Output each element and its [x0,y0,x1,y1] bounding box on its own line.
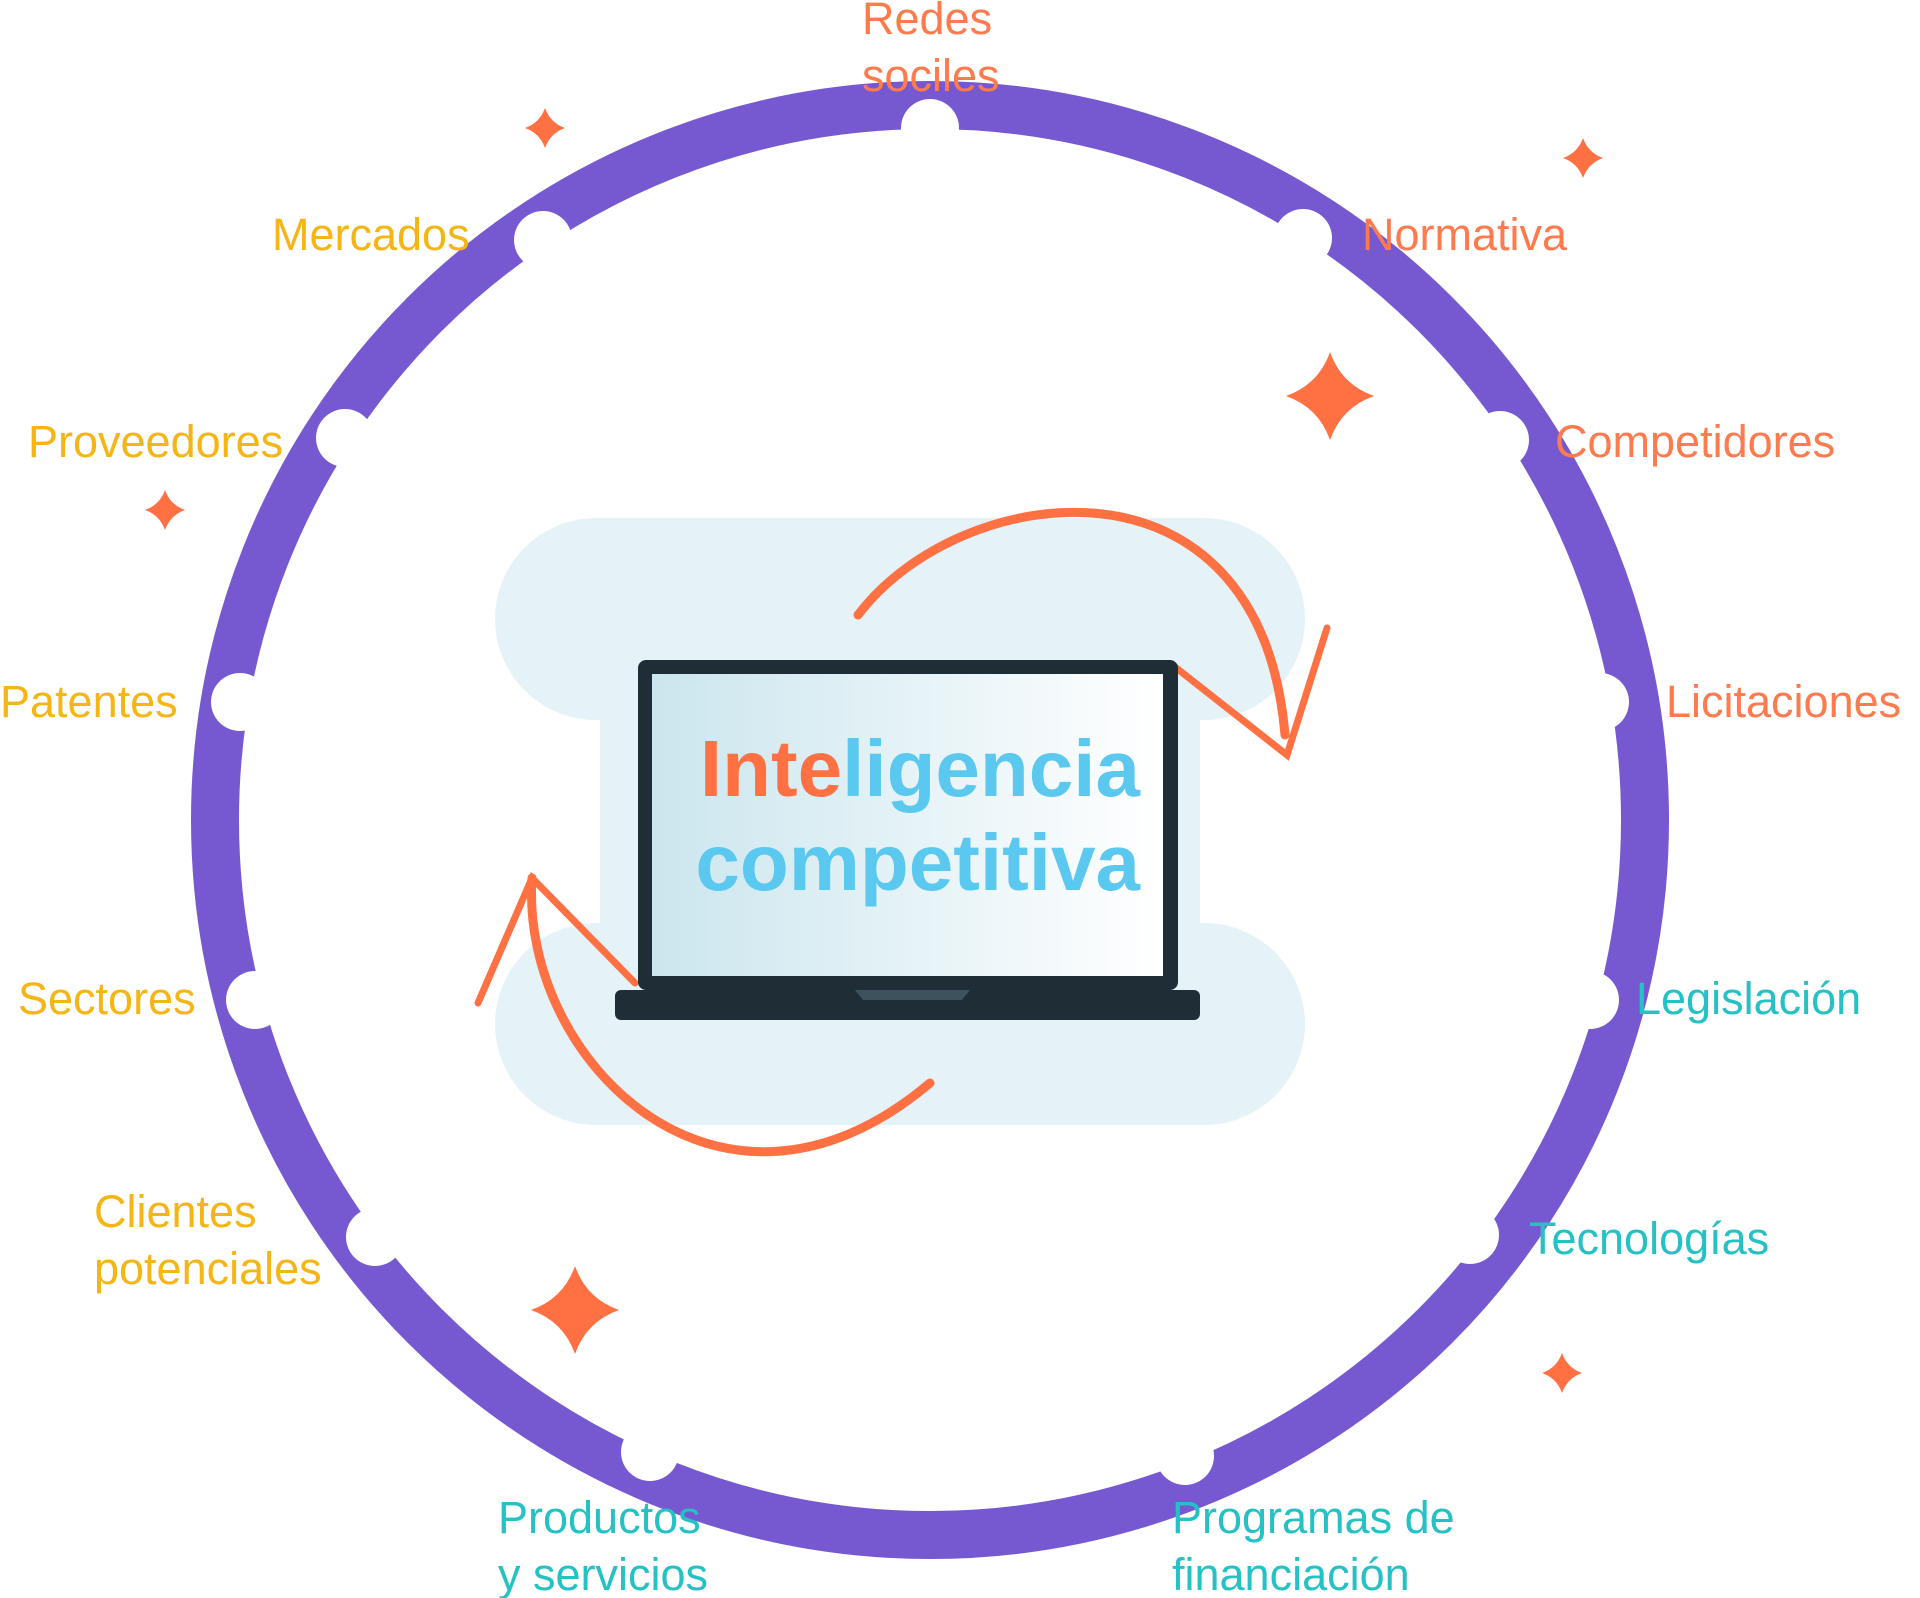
sparkle-icon [145,108,1603,1393]
ring-node-mercados [514,211,572,269]
label-proveedores: Proveedores [28,416,284,467]
label-legislacion: Legislación [1636,973,1862,1024]
label-programas-financiacion: Programas de financiación [1172,1492,1455,1598]
laptop-icon [615,660,1200,1020]
sparkle-icon-2 [1563,138,1603,178]
ring-node-group [211,99,1629,1485]
page-title: Inteligencia competitiva [650,722,1140,910]
arrowhead-top [1171,624,1331,761]
label-redes-sociales: Redes sociles [862,0,1000,101]
ring-node-redes-sociales [901,99,959,157]
label-sectores: Sectores [18,973,196,1024]
cycle-arrow-icon [474,507,1331,1157]
ring-node-clientes [346,1208,404,1266]
cycle-arrow-top [853,507,1290,740]
title-orange-part: Inte [699,724,843,813]
laptop-screen [652,674,1163,976]
ring-node-normativa [1274,209,1332,267]
ring-node-tecnologias [1441,1206,1499,1264]
label-mercados: Mercados [272,209,470,260]
label-tecnologias: Tecnologías [1529,1213,1770,1264]
label-productos-servicios: Productos y servicios [498,1492,709,1598]
title-line-2: competitiva [695,818,1140,907]
laptop-notch [855,990,970,1000]
label-licitaciones: Licitaciones [1666,676,1902,727]
ring-node-sectores [226,971,284,1029]
cycle-arrow-bottom [527,873,935,1157]
ring-node-legislacion [1561,971,1619,1029]
label-normativa: Normativa [1362,209,1568,260]
title-blue-part: ligencia [842,724,1140,813]
ring-node-competidores [1471,411,1529,469]
laptop-base [615,990,1200,1020]
arrowhead-bottom [474,871,639,1007]
sparkle-icon-5 [531,1266,619,1354]
sparkle-icon-4 [145,490,185,530]
sparkle-icon-3 [1286,352,1374,440]
ring-node-productos [621,1423,679,1481]
label-patentes: Patentes [0,676,178,727]
title-line-1: Inteligencia [650,722,1140,816]
ring-node-programas [1156,1427,1214,1485]
ring-node-licitaciones [1571,673,1629,731]
sparkle-icon-6 [1542,1353,1582,1393]
sparkle-icon-1 [525,108,565,148]
ring-node-patentes [211,673,269,731]
ring-node-proveedores [316,409,374,467]
label-competidores: Competidores [1555,416,1836,467]
label-clientes-potenciales: Clientes potenciales [94,1186,322,1294]
